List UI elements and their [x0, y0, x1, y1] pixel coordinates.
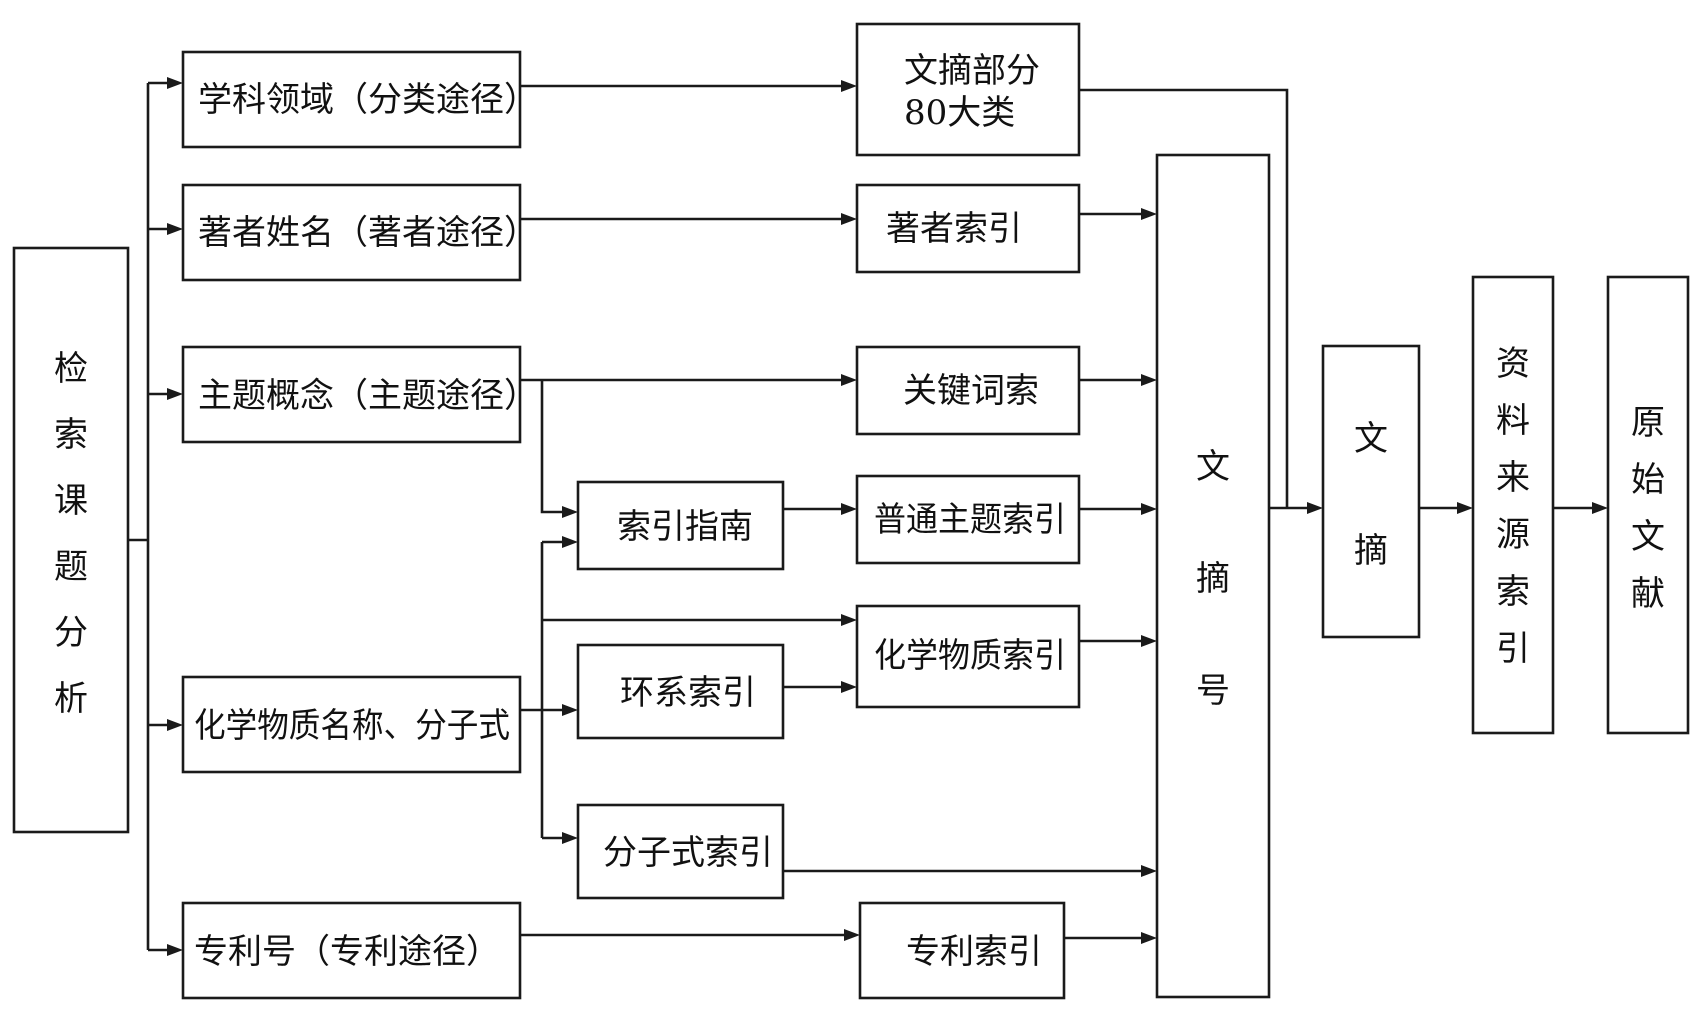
edge-guide-general-arrowhead — [841, 503, 857, 515]
branch-topic — [540, 380, 563, 514]
edge-analysis-subject-arrowhead — [167, 77, 183, 89]
edge-section-abstract — [1079, 88, 1289, 508]
edge-chemical-ring-arrowhead — [562, 704, 578, 716]
edge-chemical-substance-arrowhead — [841, 614, 857, 626]
node-chemical-substance-index: 化学物质索引 — [855, 604, 1081, 709]
edge-analysis-patent-arrowhead — [167, 944, 183, 956]
edge-ring-substance-arrowhead — [841, 681, 857, 693]
node-analysis-label: 检索课题分析 — [54, 349, 88, 719]
branch-topic-arrowhead — [562, 506, 578, 518]
node-patent-number: 专利号（专利途径） — [181, 901, 522, 1000]
node-ring-system-index: 环系索引 — [576, 643, 785, 740]
edge-chemical-index-guide-arrowhead — [562, 536, 578, 548]
node-original-document-label: 原始文献 — [1631, 403, 1665, 614]
node-abstract-section-label-2: 80大类 — [904, 93, 1015, 133]
edge-abstract-source-arrowhead — [1457, 502, 1473, 514]
node-author-name-label: 著者姓名（著者途径） — [198, 213, 538, 253]
node-author-index-label: 著者索引 — [886, 209, 1022, 249]
node-general-subject-index: 普通主题索引 — [855, 474, 1081, 565]
node-source-index: 资料来源索引 — [1471, 275, 1555, 735]
edge-analysis-chemical-arrowhead — [167, 719, 183, 731]
node-patent-number-label: 专利号（专利途径） — [194, 932, 500, 972]
edge-patent-index-number-arrowhead — [1141, 932, 1157, 944]
node-patent-index-label: 专利索引 — [906, 932, 1042, 972]
edge-analysis-author-arrowhead — [167, 223, 183, 235]
node-index-guide: 索引指南 — [576, 480, 785, 571]
node-formula-index-label: 分子式索引 — [603, 833, 773, 873]
node-index-guide-label: 索引指南 — [617, 507, 753, 547]
node-author-index: 著者索引 — [855, 183, 1081, 274]
edge-chemical-formula-arrowhead — [562, 832, 578, 844]
edge-patent-patent-index-arrowhead — [844, 929, 860, 941]
edge-substance-number-arrowhead — [1141, 635, 1157, 647]
node-abstract-section: 文摘部分 80大类 — [855, 22, 1081, 157]
node-chemical-name-label: 化学物质名称、分子式 — [194, 706, 510, 746]
node-abstract-number-label: 文摘号 — [1196, 447, 1230, 711]
edge-subject-abstract-section-arrowhead — [841, 80, 857, 92]
node-general-subject-index-label: 普通主题索引 — [874, 500, 1066, 540]
nodes-layer: 检索课题分析 学科领域（分类途径） 著者姓名（著者途径） 主题概念（主题途径） … — [12, 22, 1690, 1000]
edges-layer — [128, 77, 1608, 956]
node-abstract-number: 文摘号 — [1155, 153, 1271, 999]
node-original-document: 原始文献 — [1606, 275, 1690, 735]
edge-number-abstract-arrowhead — [1307, 502, 1323, 514]
node-abstract: 文摘 — [1321, 344, 1421, 639]
edge-topic-keyword-arrowhead — [841, 374, 857, 386]
node-subject-field: 学科领域（分类途径） — [181, 50, 538, 149]
edge-formula-number-arrowhead — [1141, 865, 1157, 877]
node-abstract-section-label-1: 文摘部分 — [904, 51, 1040, 91]
node-abstract-label: 文摘 — [1354, 419, 1388, 571]
node-chemical-name: 化学物质名称、分子式 — [181, 675, 522, 774]
edge-general-number-arrowhead — [1141, 503, 1157, 515]
node-topic-concept-label: 主题概念（主题途径） — [198, 376, 538, 416]
node-keyword-index: 关键词索 — [855, 345, 1081, 436]
node-author-name: 著者姓名（著者途径） — [181, 183, 538, 282]
node-formula-index: 分子式索引 — [576, 803, 785, 900]
node-subject-field-label: 学科领域（分类途径） — [198, 80, 538, 120]
node-analysis: 检索课题分析 — [12, 246, 130, 834]
node-patent-index: 专利索引 — [858, 901, 1066, 1000]
node-source-index-label: 资料来源索引 — [1496, 344, 1530, 669]
node-ring-system-index-label: 环系索引 — [620, 673, 756, 713]
edge-keyword-number-arrowhead — [1141, 374, 1157, 386]
edge-author-index-number-arrowhead — [1141, 208, 1157, 220]
edge-analysis-topic-arrowhead — [167, 388, 183, 400]
edge-author-author-index-arrowhead — [841, 213, 857, 225]
edge-source-original-arrowhead — [1592, 502, 1608, 514]
node-topic-concept: 主题概念（主题途径） — [181, 345, 538, 444]
node-keyword-index-label: 关键词索 — [903, 371, 1039, 411]
node-chemical-substance-index-label: 化学物质索引 — [874, 636, 1066, 676]
